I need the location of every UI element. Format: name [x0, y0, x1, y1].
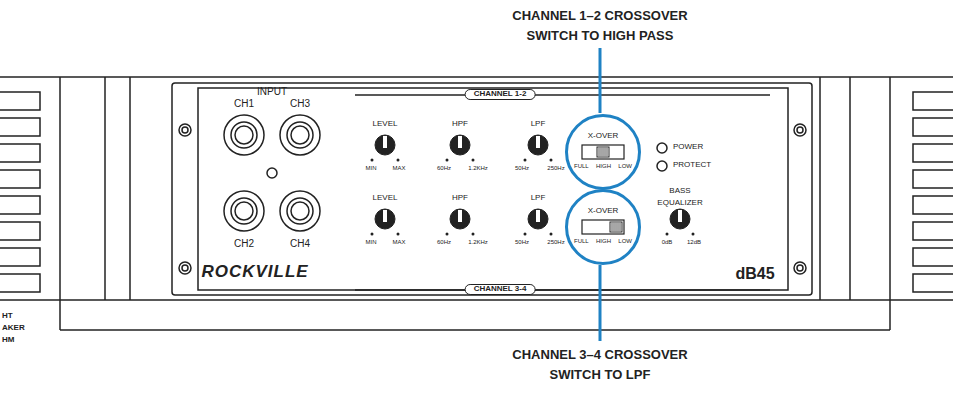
switch-position: FULL — [574, 163, 589, 169]
scale-mark: 50Hz — [515, 165, 529, 172]
knob-label: HPF — [452, 194, 468, 203]
scale-mark: 1.2KHz — [468, 239, 488, 246]
switch-positions: FULL HIGH LOW — [574, 163, 632, 169]
channel-label: CH4 — [290, 238, 310, 249]
switch-position: LOW — [618, 238, 632, 244]
cut-off-note: HT — [2, 312, 13, 321]
knob-label: LEVEL — [373, 120, 398, 129]
led-label: POWER — [673, 143, 703, 152]
switch-position: HIGH — [596, 163, 611, 169]
scale-mark: 250Hz — [547, 239, 564, 246]
channel-label: CH2 — [234, 238, 254, 249]
switch-position: FULL — [574, 238, 589, 244]
knob-label: LPF — [531, 194, 546, 203]
slide-switch — [581, 218, 625, 236]
cut-off-note: AKER — [2, 324, 25, 333]
switch-position: LOW — [618, 163, 632, 169]
knob-label: BASS EQUALIZER — [650, 185, 710, 209]
scale-mark: MAX — [392, 239, 405, 246]
scale-mark: MIN — [366, 165, 377, 172]
scale-mark: 50Hz — [515, 239, 529, 246]
knob-label: LEVEL — [373, 194, 398, 203]
channel-label: CH1 — [234, 98, 254, 109]
crossover-highlight-circle: X-OVER FULL HIGH LOW — [565, 114, 641, 190]
switch-label: X-OVER — [568, 207, 638, 215]
model-name: dB45 — [735, 265, 774, 283]
callout-text: CHANNEL 3–4 CROSSOVER SWITCH TO LPF — [500, 345, 700, 384]
scale-mark: 1.2KHz — [468, 165, 488, 172]
callout-text: CHANNEL 1–2 CROSSOVER SWITCH TO HIGH PAS… — [500, 6, 700, 45]
crossover-highlight-circle: X-OVER FULL HIGH LOW — [565, 189, 641, 265]
scale-mark: MIN — [366, 239, 377, 246]
knob-label: HPF — [452, 120, 468, 129]
led-label: PROTECT — [673, 161, 711, 170]
scale-mark: 60Hz — [437, 165, 451, 172]
panel-label: INPUT — [257, 86, 287, 97]
cut-off-note: HM — [2, 336, 14, 345]
slide-switch — [581, 143, 625, 161]
section-label: CHANNEL 3-4 — [465, 284, 536, 295]
brand-logo: ROCKVILLE — [201, 263, 308, 282]
scale-mark: 250Hz — [547, 165, 564, 172]
section-label: CHANNEL 1-2 — [465, 89, 536, 100]
switch-label: X-OVER — [568, 132, 638, 140]
knob-label: LPF — [531, 120, 546, 129]
scale-mark: MAX — [392, 165, 405, 172]
switch-position: HIGH — [596, 238, 611, 244]
scale-mark: 0dB — [662, 239, 673, 246]
channel-label: CH3 — [290, 98, 310, 109]
scale-mark: 60Hz — [437, 239, 451, 246]
switch-positions: FULL HIGH LOW — [574, 238, 632, 244]
scale-mark: 12dB — [687, 239, 701, 246]
